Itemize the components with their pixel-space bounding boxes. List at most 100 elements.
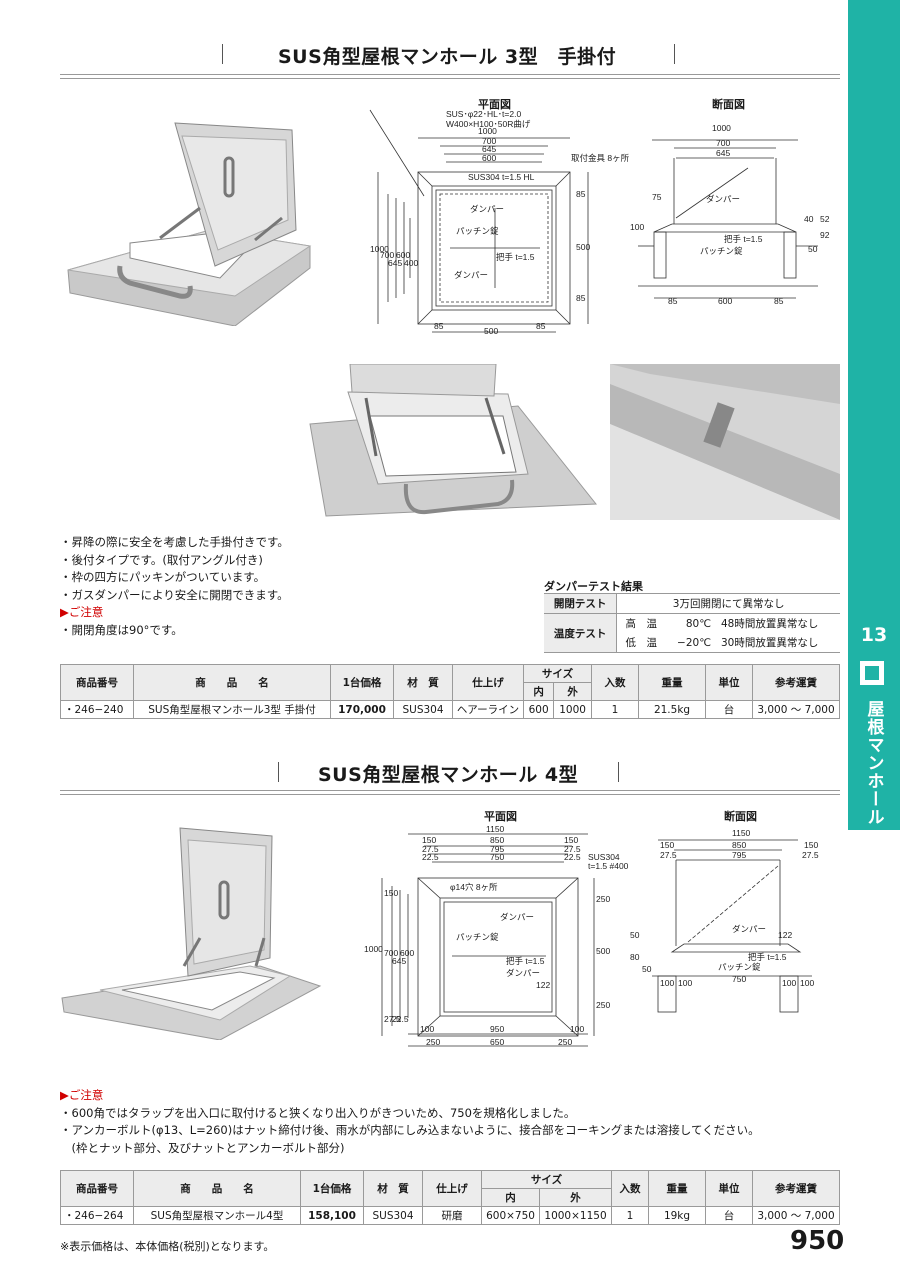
plan-left-1000: 1000 <box>370 244 389 254</box>
cell-material: SUS304 <box>363 1206 423 1225</box>
section2-dim-1150: 1150 <box>732 828 751 838</box>
section2-damper: ダンパー <box>732 924 766 934</box>
page-number: 950 <box>790 1226 845 1256</box>
caution-text: ・開閉角度は90°です。 <box>60 622 183 637</box>
section-view-label: 断面図 <box>724 810 757 823</box>
cell-name: SUS角型屋根マンホール4型 <box>133 1206 301 1225</box>
feature-list: ・昇降の際に安全を考慮した手掛付きです。 ・後付タイプです。(取付アングル付き)… <box>60 534 289 639</box>
plan2-top-left-22: 22.5 <box>422 852 439 862</box>
section-bottom-85b: 85 <box>774 296 784 306</box>
section-drawing-4type: 1150 850 795 150 27.5 150 27.5 ダンパー 122 … <box>630 828 819 1013</box>
section2-notes: ▶ご注意 ・600角ではタラップを出入口に取付けると狭くなり出入りがきついため、… <box>60 1087 760 1157</box>
plan2-left-600: 600 <box>400 948 414 958</box>
plan2-top-left-150: 150 <box>422 835 436 845</box>
table-row: ・246−264 SUS角型屋根マンホール4型 158,100 SUS304 研… <box>60 1206 840 1225</box>
section-latch: パッチン錠 <box>700 246 743 256</box>
damper-low-temp: −20℃ <box>665 633 716 653</box>
plan2-bottom-100b: 100 <box>570 1024 584 1034</box>
plan-left-645: 645 <box>388 258 402 268</box>
plan-damper-top: ダンパー <box>470 204 504 214</box>
plan2-right-500: 500 <box>596 946 610 956</box>
plan-right-500: 500 <box>576 242 590 252</box>
plan-handle: 把手 t=1.5 <box>496 252 535 262</box>
section-dim-50: 50 <box>808 244 818 254</box>
th-name: 商 品 名 <box>133 1170 301 1207</box>
th-freight: 参考運賃 <box>752 1170 840 1207</box>
plan2-left-1000: 1000 <box>364 944 383 954</box>
section2-dim-50b: 50 <box>642 964 652 974</box>
cell-finish: 研磨 <box>422 1206 482 1225</box>
product-photo-3type <box>60 118 322 326</box>
section-dim-645: 645 <box>716 148 730 158</box>
cell-price: 158,100 <box>300 1206 364 1225</box>
section-dim-700: 700 <box>716 138 730 148</box>
caution-label: ▶ご注意 <box>60 605 104 619</box>
note-item: (枠とナット部分、及びナットとアンカーボルト部分) <box>60 1140 345 1155</box>
caution-label: ▶ご注意 <box>60 1088 104 1102</box>
latch-closeup-photo <box>610 364 840 520</box>
section2-dim-50: 50 <box>630 930 640 940</box>
plan2-bottom-950: 950 <box>490 1024 504 1034</box>
cell-finish: ヘアーライン <box>452 700 524 719</box>
plan-bottom-500: 500 <box>484 326 498 336</box>
section2-bottom-100d: 100 <box>800 978 814 988</box>
th-weight: 重量 <box>638 664 706 701</box>
damper-temp-label: 温度テスト <box>544 613 618 653</box>
damper-open-label: 開閉テスト <box>544 593 618 614</box>
cell-weight: 21.5kg <box>638 700 706 719</box>
table-row: ・246−240 SUS角型屋根マンホール3型 手掛付 170,000 SUS3… <box>60 700 840 719</box>
plan-left-600: 600 <box>396 250 410 260</box>
cell-qty: 1 <box>591 700 639 719</box>
th-unit: 単位 <box>705 1170 753 1207</box>
plan2-holes: φ14穴 8ヶ所 <box>450 882 498 892</box>
section1-title: SUS角型屋根マンホール 3型 手掛付 <box>278 46 617 68</box>
plan-dim-1000: 1000 <box>478 126 497 136</box>
plan2-dim-850: 850 <box>490 835 504 845</box>
product-table-4type: 商品番号 商 品 名 1台価格 材 質 仕上げ サイズ 入数 重量 単位 参考運… <box>60 1170 840 1225</box>
cell-code: ・246−240 <box>60 700 134 719</box>
cell-freight: 3,000 ～ 7,000 <box>752 1206 840 1225</box>
th-freight: 参考運賃 <box>752 664 840 701</box>
section-bottom-85a: 85 <box>668 296 678 306</box>
section2-title: SUS角型屋根マンホール 4型 <box>318 764 579 786</box>
section-dim-1000: 1000 <box>712 123 731 133</box>
plan-right-85b: 85 <box>576 293 586 303</box>
plan2-122: 122 <box>536 980 550 990</box>
title-divider-left <box>222 44 223 64</box>
th-unit: 単位 <box>705 664 753 701</box>
cell-unit: 台 <box>705 700 753 719</box>
section2-dim-850: 850 <box>732 840 746 850</box>
section2-dim-80: 80 <box>630 952 640 962</box>
th-outer: 外 <box>553 682 592 701</box>
feature-item: ・枠の四方にパッキンがついています。 <box>60 570 266 584</box>
plan2-right-250a: 250 <box>596 894 610 904</box>
th-code: 商品番号 <box>60 664 134 701</box>
section2-bottom-100a: 100 <box>660 978 674 988</box>
plan2-bottom-100a: 100 <box>420 1024 434 1034</box>
cell-inner: 600 <box>522 700 555 719</box>
damper-low-label: 低 温 <box>616 633 666 653</box>
th-price: 1台価格 <box>330 664 394 701</box>
title-divider-left <box>278 762 279 782</box>
th-material: 材 質 <box>393 664 453 701</box>
title-divider-right <box>618 762 619 782</box>
plan-dim-600: 600 <box>482 153 496 163</box>
cell-outer: 1000 <box>553 700 592 719</box>
th-inner: 内 <box>480 1188 541 1207</box>
damper-open-value: 3万回開閉にて異常なし <box>616 593 840 614</box>
plan2-damper-bottom: ダンパー <box>506 968 540 978</box>
cell-outer: 1000×1150 <box>539 1206 612 1225</box>
th-qty: 入数 <box>611 1170 649 1207</box>
price-footnote: ※表示価格は、本体価格(税別)となります。 <box>60 1240 275 1253</box>
section2-dim-795: 795 <box>732 850 746 860</box>
plan2-dim-1150: 1150 <box>486 826 505 834</box>
plan2-damper-top: ダンパー <box>500 912 534 922</box>
plan-view-label: 平面図 <box>478 98 511 111</box>
th-name: 商 品 名 <box>133 664 331 701</box>
section-handle: 把手 t=1.5 <box>724 234 763 244</box>
section2-side-l-27: 27.5 <box>660 850 677 860</box>
plan-drawing-3type: SUS･φ22･HL･t=2.0 W400×H100･50R曲げ 1000 70… <box>369 109 630 336</box>
damper-test-table: 開閉テスト 3万回開閉にて異常なし 温度テスト 高 温 80℃ 48時間放置異常… <box>544 593 840 653</box>
section-dim-100: 100 <box>630 222 644 232</box>
th-price: 1台価格 <box>300 1170 364 1207</box>
